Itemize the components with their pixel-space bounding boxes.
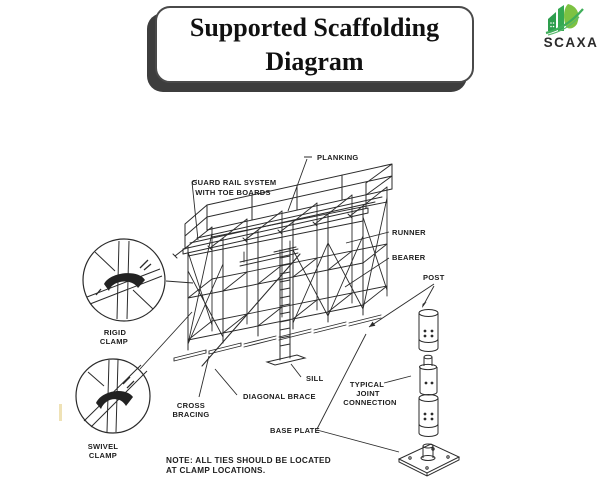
leaf-building-icon: [545, 4, 584, 36]
label-cross-1: CROSS: [177, 401, 205, 410]
diagonal-brace-member: [201, 253, 301, 367]
post-cylinder: [418, 309, 439, 352]
swivel-clamp-body: [96, 391, 133, 409]
label-swivel-2: CLAMP: [89, 451, 117, 460]
diagram-labels: PLANKING GUARD RAIL SYSTEM WITH TOE BOAR…: [88, 153, 445, 475]
planking-leader: [287, 156, 312, 212]
label-diagonal-brace: DIAGONAL BRACE: [243, 392, 316, 401]
scaxa-logo: SCAXA: [544, 4, 599, 50]
label-bearer: BEARER: [392, 253, 426, 262]
post-joint-baseplate-detail: [397, 309, 461, 477]
base-plate-detail: [397, 443, 461, 477]
swivel-clamp-detail: [75, 358, 151, 434]
title-plaque: Supported Scaffolding Diagram: [155, 6, 474, 83]
page-title-line1: Supported Scaffolding: [189, 12, 440, 42]
post-arrowhead-2: [422, 301, 427, 308]
swivel-clamp-leader: [139, 311, 193, 370]
note-line1: NOTE: ALL TIES SHOULD BE LOCATED: [166, 456, 331, 465]
rigid-clamp-leader: [165, 280, 194, 284]
runners: [187, 220, 364, 341]
front-posts: [187, 205, 364, 351]
joint-leader: [383, 375, 412, 384]
post-arrowhead-1: [369, 321, 376, 327]
label-swivel-1: SWIVEL: [88, 442, 119, 451]
note-line2: AT CLAMP LOCATIONS.: [166, 466, 265, 475]
swivel-clamp-bolts: [122, 376, 135, 389]
label-rigid-1: RIGID: [104, 328, 127, 337]
label-rigid-2: CLAMP: [100, 337, 128, 346]
joint-connection-pin: [419, 354, 438, 396]
tower-sill: [265, 354, 307, 366]
scaffold-structure: [172, 163, 393, 367]
leader-lines: [139, 156, 435, 453]
label-post: POST: [423, 273, 445, 282]
rigid-clamp-body: [104, 273, 145, 291]
label-guard-rail-2: WITH TOE BOARDS: [195, 188, 271, 197]
swivel-clamp-circle: [75, 358, 151, 434]
base-plate-leader-structure: [316, 333, 367, 430]
guard-rails: [184, 163, 393, 250]
platform-step: [239, 240, 299, 267]
runner-leader: [345, 231, 390, 244]
rigid-clamp-bolts: [95, 259, 152, 296]
sill-leader: [290, 363, 302, 378]
label-guard-rail-1: GUARD RAIL SYSTEM: [192, 178, 277, 187]
label-planking: PLANKING: [317, 153, 359, 162]
label-joint-3: CONNECTION: [343, 398, 396, 407]
label-base-plate: BASE PLATE: [270, 426, 320, 435]
cross-bracing: [187, 197, 388, 345]
label-joint-1: TYPICAL: [350, 380, 384, 389]
foot-sills: [173, 314, 382, 362]
guard-rail-leader: [191, 179, 199, 241]
label-cross-2: BRACING: [172, 410, 209, 419]
page-title-line2: Diagram: [265, 46, 364, 76]
page-artifact: [59, 404, 62, 421]
bearer-leader: [344, 257, 390, 288]
label-runner: RUNNER: [392, 228, 426, 237]
post-leader-structure: [368, 283, 435, 328]
label-joint-2: JOINT: [356, 389, 380, 398]
rigid-clamp-circle: [82, 238, 166, 322]
base-plate-leader-detail: [316, 429, 400, 453]
logo-wordmark: SCAXA: [544, 35, 599, 50]
cross-bracing-leader: [198, 355, 210, 398]
planking-deck: [182, 188, 393, 255]
diagonal-brace-leader: [214, 368, 238, 396]
rigid-clamp-detail: [82, 238, 166, 322]
back-posts: [211, 186, 388, 332]
label-sill: SILL: [306, 374, 324, 383]
center-tower: [273, 246, 297, 361]
post-cylinder-lower: [418, 394, 439, 437]
